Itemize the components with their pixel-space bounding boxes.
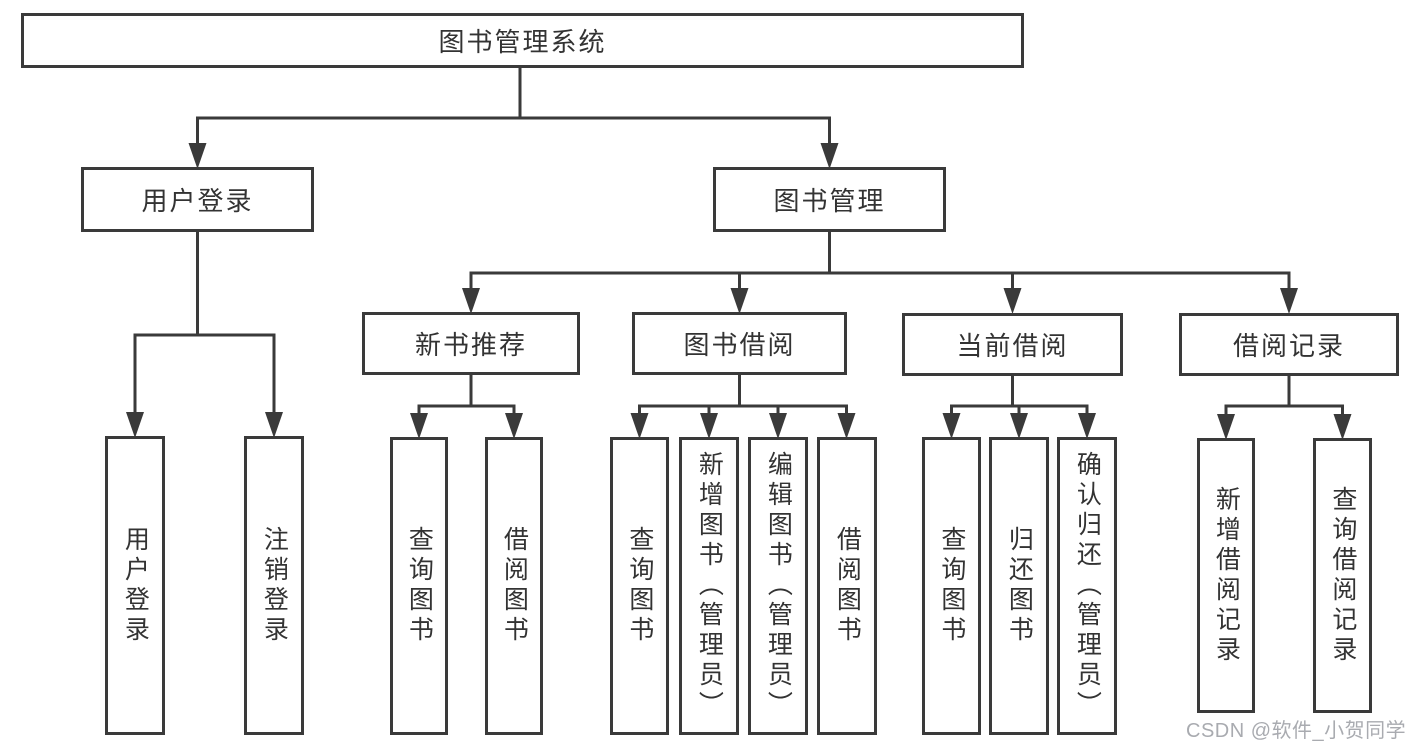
node-query-books-recommend: 查询图书 (390, 437, 448, 735)
node-new-book-recommend: 新书推荐 (362, 312, 580, 375)
node-return-books: 归还图书 (989, 437, 1049, 735)
node-label: 新增图书（管理员） (695, 451, 724, 721)
node-label: 查询图书 (937, 526, 966, 646)
node-current-borrow: 当前借阅 (902, 313, 1123, 376)
node-book-management: 图书管理 (713, 167, 946, 232)
node-label: 借阅图书 (833, 526, 862, 646)
node-label: 确认归还（管理员） (1073, 451, 1102, 721)
node-library-system: 图书管理系统 (21, 13, 1024, 68)
node-confirm-return-admin: 确认归还（管理员） (1057, 437, 1117, 735)
node-label: 归还图书 (1005, 526, 1034, 646)
node-query-books-current: 查询图书 (922, 437, 981, 735)
node-add-borrow-record: 新增借阅记录 (1197, 438, 1255, 713)
node-label: 借阅图书 (500, 526, 529, 646)
node-label: 编辑图书（管理员） (764, 451, 793, 721)
node-label: 查询图书 (625, 526, 654, 646)
node-edit-books-admin: 编辑图书（管理员） (748, 437, 808, 735)
node-borrow-books-leaf: 借阅图书 (817, 437, 877, 735)
node-label: 新增借阅记录 (1212, 485, 1241, 666)
node-book-borrow: 图书借阅 (632, 312, 847, 375)
node-label: 注销登录 (260, 525, 289, 646)
node-user-login: 用户登录 (81, 167, 314, 232)
node-borrow-records: 借阅记录 (1179, 313, 1399, 376)
node-logout: 注销登录 (244, 436, 304, 735)
node-label: 查询图书 (405, 526, 434, 646)
node-query-borrow-record: 查询借阅记录 (1313, 438, 1372, 713)
node-label: 查询借阅记录 (1328, 485, 1357, 666)
node-borrow-books-recommend: 借阅图书 (485, 437, 543, 735)
node-label: 用户登录 (121, 525, 150, 646)
node-add-books-admin: 新增图书（管理员） (679, 437, 739, 735)
csdn-watermark: CSDN @软件_小贺同学 (1186, 720, 1405, 742)
node-user-login-leaf: 用户登录 (105, 436, 165, 735)
node-query-books-borrow: 查询图书 (610, 437, 669, 735)
